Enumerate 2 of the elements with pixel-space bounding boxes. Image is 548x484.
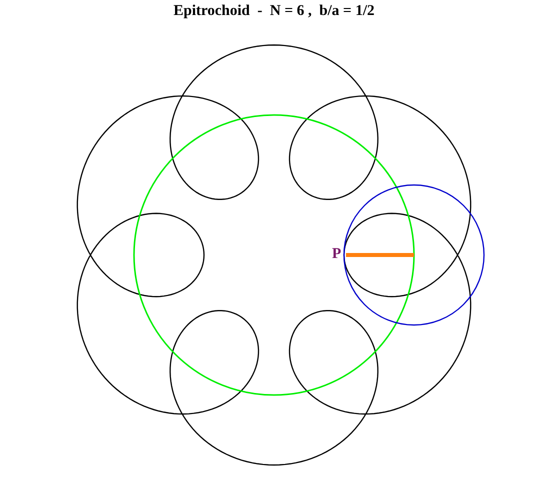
point-label: P	[332, 246, 342, 263]
diagram-title: Epitrochoid - N = 6 , b/a = 1/2	[173, 3, 374, 19]
